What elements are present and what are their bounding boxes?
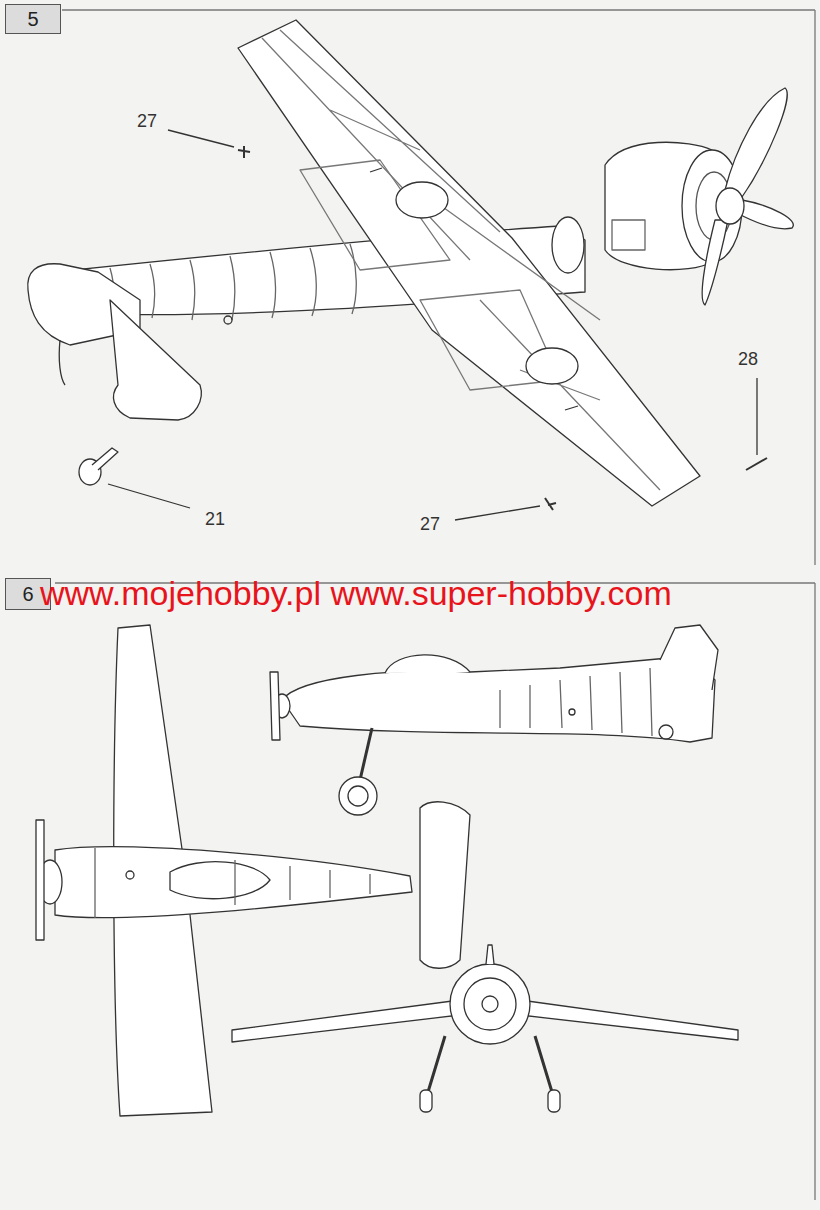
watermark: www.mojehobby.pl www.super-hobby.com (40, 575, 672, 612)
callout-number: 21 (205, 510, 225, 530)
callout-number: 27 (137, 112, 157, 132)
step-number-box: 5 (5, 4, 61, 34)
step-number: 6 (22, 583, 33, 606)
callout-number: 27 (420, 515, 440, 535)
step-number: 5 (27, 8, 38, 31)
callout-number: 28 (738, 350, 758, 370)
